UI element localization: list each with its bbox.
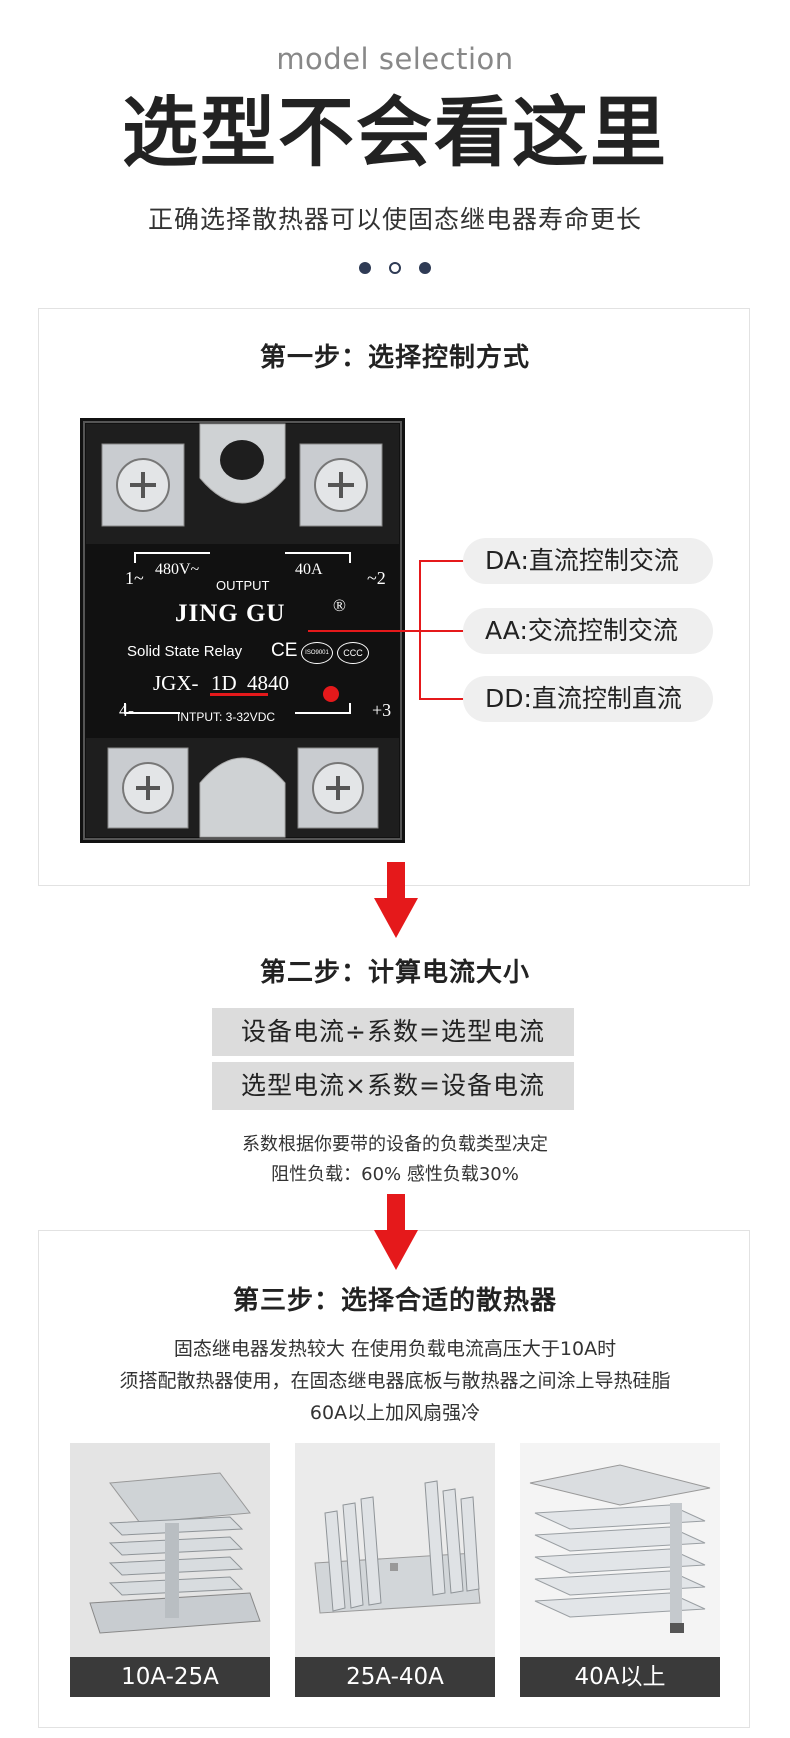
option-connectors xyxy=(308,560,465,700)
relay-current: 40A xyxy=(295,561,323,578)
page-title: 选型不会看这里 xyxy=(122,88,668,177)
relay-model-number: 4840 xyxy=(247,671,289,695)
heatsink-card-3[interactable]: 40A以上 xyxy=(520,1443,720,1697)
heatsink-card-2[interactable]: 25A-40A xyxy=(295,1443,495,1697)
load-type-note: 阻性负载：60% 感性负载30% xyxy=(271,1164,519,1185)
relay-term4: 4- xyxy=(119,700,134,720)
coefficient-note: 系数根据你要带的设备的负载类型决定 xyxy=(242,1134,548,1155)
relay-image xyxy=(80,418,405,843)
formula-device-current: 选型电流×系数=设备电流 xyxy=(212,1062,574,1110)
relay-output-label: OUTPUT xyxy=(216,578,270,593)
english-title: model selection xyxy=(276,42,514,76)
step2-title: 第二步：计算电流大小 xyxy=(259,958,530,988)
heatsink-card-1[interactable]: 10A-25A xyxy=(70,1443,270,1697)
relay-term2: ~2 xyxy=(367,568,386,588)
heatsink-image-3 xyxy=(520,1443,720,1657)
step3-title: 第三步：选择合适的散热器 xyxy=(232,1286,557,1316)
arrow-down-icon xyxy=(374,1194,418,1270)
relay-desc: Solid State Relay xyxy=(127,643,243,660)
relay-model-code: 1D xyxy=(211,671,237,695)
heatsink-label-2: 25A-40A xyxy=(295,1657,495,1697)
carousel-dot-1[interactable] xyxy=(359,262,371,274)
formula-select-current: 设备电流÷系数=选型电流 xyxy=(212,1008,574,1056)
step3-desc-2: 须搭配散热器使用，在固态继电器底板与散热器之间涂上导热硅脂 xyxy=(119,1370,671,1392)
relay-iso-mark: ISO9001 xyxy=(301,642,333,664)
relay-term3: +3 xyxy=(372,700,392,720)
carousel-dot-2[interactable] xyxy=(389,262,401,274)
relay-labels: 1~ 480V~ OUTPUT 40A ~2 JING GU ® Solid S… xyxy=(105,558,405,748)
relay-registered: ® xyxy=(333,596,346,615)
heatsink-image-1 xyxy=(70,1443,270,1657)
relay-input-label: INTPUT: 3-32VDC xyxy=(177,710,276,724)
relay-model-prefix: JGX- xyxy=(153,671,199,695)
relay-ce-mark: CE xyxy=(271,640,298,661)
option-aa: AA:交流控制交流 xyxy=(463,608,713,654)
option-dd: DD:直流控制直流 xyxy=(463,676,713,722)
relay-voltage: 480V~ xyxy=(155,561,200,578)
heatsink-label-3: 40A以上 xyxy=(520,1657,720,1697)
page-subtitle: 正确选择散热器可以使固态继电器寿命更长 xyxy=(147,205,642,234)
relay-brand: JING GU xyxy=(175,600,286,627)
carousel-dot-3[interactable] xyxy=(419,262,431,274)
step1-title: 第一步：选择控制方式 xyxy=(259,343,530,373)
heatsink-image-2 xyxy=(295,1443,495,1657)
relay-ccc-mark: CCC xyxy=(337,642,369,664)
step3-desc-1: 固态继电器发热较大 在使用负载电流高压大于10A时 xyxy=(173,1338,617,1360)
arrow-down-icon xyxy=(374,862,418,938)
option-da: DA:直流控制交流 xyxy=(463,538,713,584)
heatsink-label-1: 10A-25A xyxy=(70,1657,270,1697)
relay-term1: 1~ xyxy=(125,568,144,588)
step3-desc-3: 60A以上加风扇强冷 xyxy=(309,1402,481,1424)
